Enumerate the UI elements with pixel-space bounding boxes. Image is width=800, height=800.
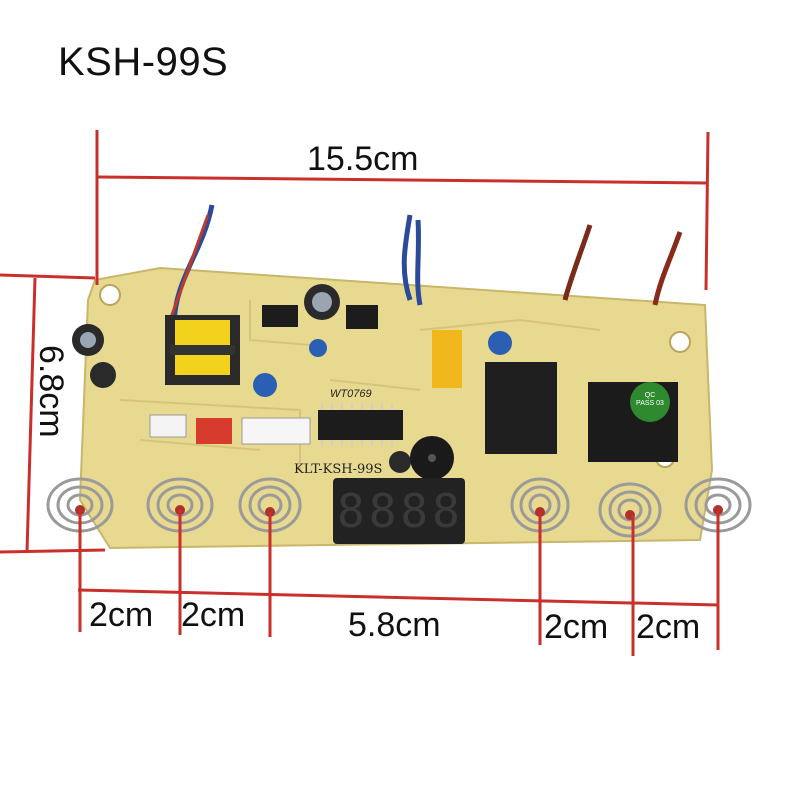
transformer: [165, 315, 240, 385]
connector: [149, 414, 311, 445]
qc-pass-text: QC PASS 03: [636, 392, 664, 407]
dimension-lines: [0, 130, 720, 656]
qc-pass-sticker: [630, 382, 670, 422]
spacing-label-1: 2cm: [89, 596, 154, 634]
display-digits: 8888: [337, 484, 464, 538]
touch-spring: [46, 477, 752, 538]
chip-label: WT0769: [330, 388, 372, 400]
led-display: [333, 478, 465, 544]
height-dimension-label: 6.8cm: [32, 345, 70, 438]
spacing-label-5: 2cm: [636, 608, 701, 646]
product-model-title: KSH-99S: [58, 40, 229, 84]
film-capacitor: [432, 330, 462, 388]
spacing-label-2: 2cm: [181, 596, 246, 634]
model-silkscreen: KLT-KSH-99S: [294, 462, 383, 477]
spacing-label-3: 5.8cm: [348, 606, 441, 644]
spacing-label-4: 2cm: [544, 608, 609, 646]
capacitor: [72, 284, 512, 473]
width-dimension-label: 15.5cm: [307, 140, 419, 178]
ic-chip: [262, 305, 403, 446]
relay: [485, 362, 678, 462]
